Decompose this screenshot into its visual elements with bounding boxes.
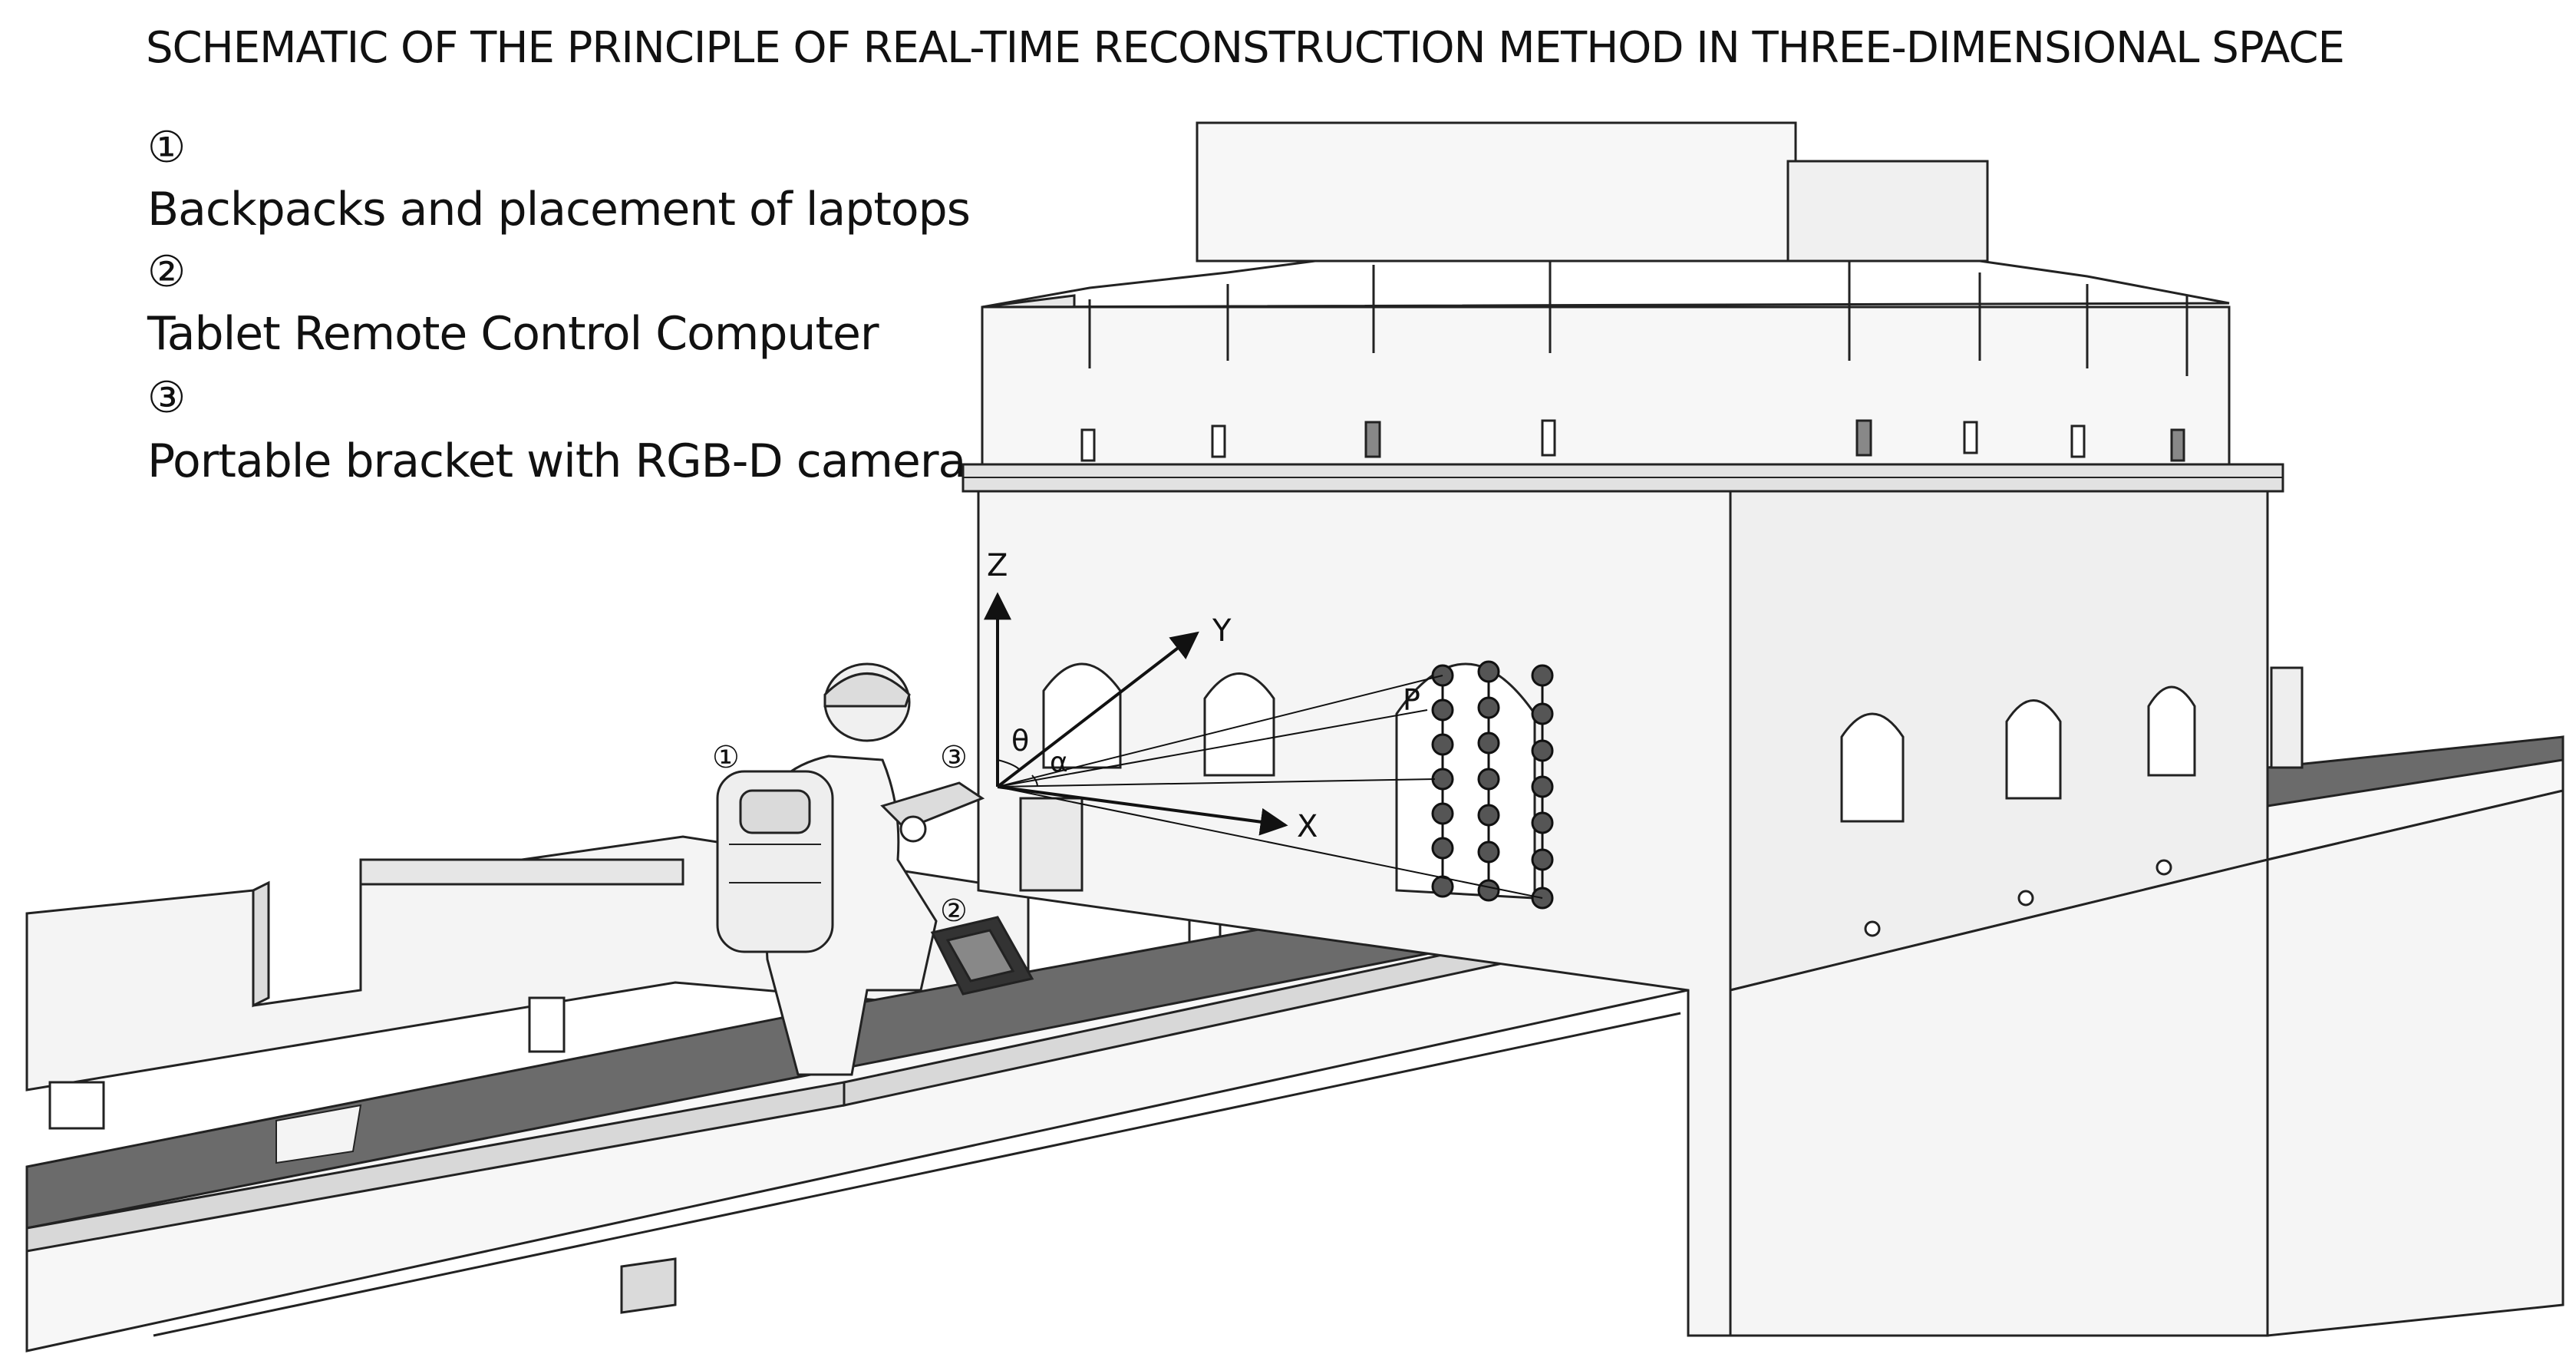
legend-text-2: Tablet Remote Control Computer [147, 307, 879, 361]
legend-text-3: Portable bracket with RGB-D camera [147, 434, 966, 488]
legend-marker-2: ② [147, 247, 186, 297]
callout-tablet: ② [940, 893, 968, 929]
callout-backpack: ① [712, 740, 740, 775]
point-grid [1431, 660, 1554, 910]
diagram-title: SCHEMATIC OF THE PRINCIPLE OF REAL-TIME … [146, 23, 2345, 73]
tower [961, 121, 2284, 1337]
legend-marker-1: ① [147, 123, 186, 173]
z-axis-label: Z [987, 548, 1008, 583]
operator-figure [716, 662, 1034, 1076]
x-axis [997, 785, 1288, 836]
x-axis-label: X [1297, 809, 1318, 844]
coordinate-system [984, 592, 1543, 899]
y-axis-label: Y [1212, 613, 1232, 649]
right-wall [2266, 666, 2564, 1337]
callout-camera: ③ [940, 740, 968, 775]
theta-label: θ [1011, 724, 1029, 758]
legend-marker-3: ③ [147, 373, 186, 423]
alpha-label: α [1050, 747, 1068, 778]
point-p-label: P [1403, 683, 1420, 717]
legend-text-1: Backpacks and placement of laptops [147, 183, 971, 236]
y-axis [996, 631, 1199, 788]
